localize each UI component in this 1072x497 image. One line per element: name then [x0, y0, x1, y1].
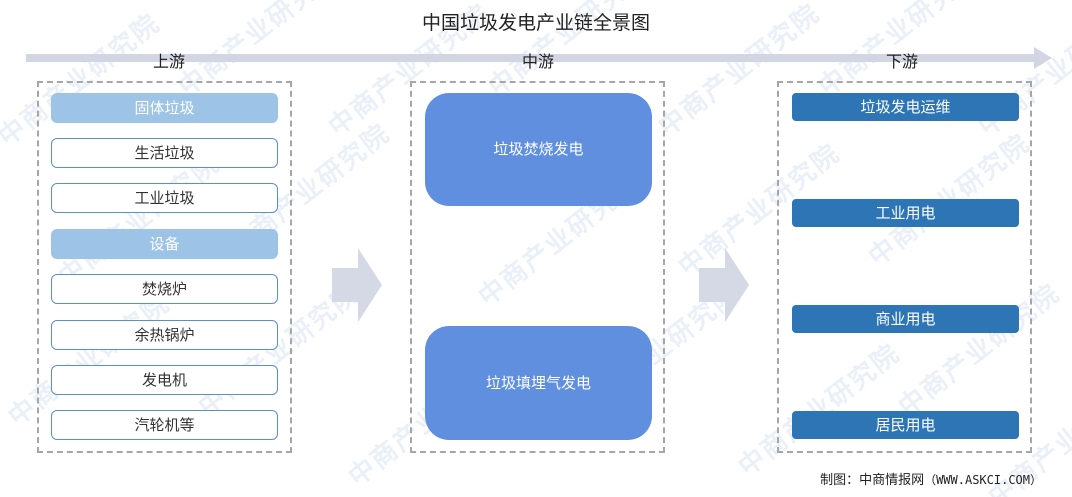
- stage-label-upstream: 上游: [152, 52, 185, 71]
- midstream-node: 垃圾填埋气发电: [425, 326, 652, 440]
- source-credit: 制图：中商情报网（WWW.ASKCI.COM）: [820, 469, 1042, 488]
- upstream-panel: [37, 81, 292, 453]
- upstream-item: 发电机: [51, 365, 278, 395]
- stage-label-midstream: 中游: [521, 52, 554, 71]
- upstream-category-equipment: 设备: [51, 229, 278, 259]
- upstream-category-solid-waste: 固体垃圾: [51, 93, 278, 123]
- downstream-node: 居民用电: [792, 411, 1019, 439]
- downstream-panel: [777, 81, 1032, 453]
- upstream-item: 工业垃圾: [51, 183, 278, 213]
- timeline-arrow: [26, 47, 1052, 69]
- downstream-node: 商业用电: [792, 305, 1019, 333]
- midstream-node: 垃圾焚烧发电: [425, 93, 652, 206]
- source-url: （WWW.ASKCI.COM）: [924, 473, 1042, 487]
- upstream-item: 焚烧炉: [51, 274, 278, 304]
- downstream-node: 垃圾发电运维: [792, 93, 1019, 121]
- source-label: 制图：中商情报网: [820, 473, 925, 488]
- stage-label-downstream: 下游: [885, 52, 918, 71]
- upstream-item: 生活垃圾: [51, 138, 278, 168]
- diagram-title: 中国垃圾发电产业链全景图: [421, 12, 650, 34]
- flow-arrow-icon: [332, 248, 382, 322]
- midstream-panel: [410, 81, 665, 453]
- upstream-item: 汽轮机等: [51, 410, 278, 440]
- upstream-item: 余热锅炉: [51, 320, 278, 350]
- flow-arrow-icon: [699, 248, 749, 322]
- downstream-node: 工业用电: [792, 199, 1019, 227]
